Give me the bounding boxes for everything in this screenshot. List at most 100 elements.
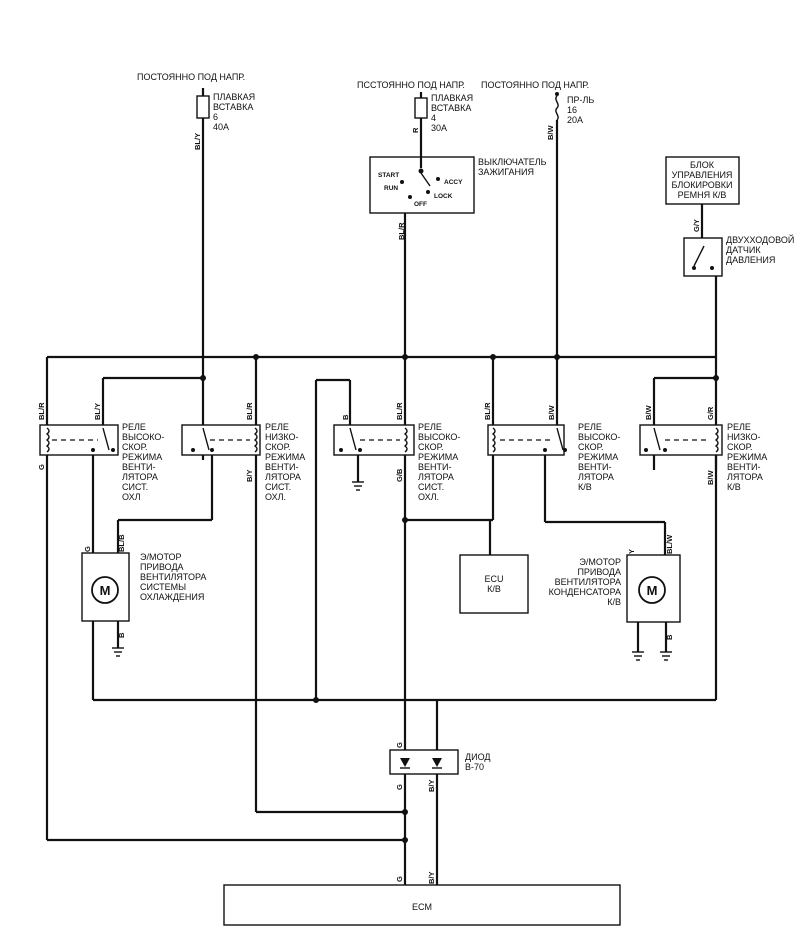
relay5-label-1: РЕЛЕ	[727, 422, 751, 432]
relay4-label-6: ЛЯТОРА	[578, 472, 614, 482]
fuse-left-line-4: 40A	[213, 122, 229, 132]
relay3-label-4: РЕЖИМА	[418, 452, 458, 462]
motor-rad-label-3: ВЕНТИЛЯТОРА	[140, 572, 206, 582]
ecu-ac: ECU К/В	[459, 554, 529, 614]
relay2-wire-right: BL/R	[245, 402, 254, 420]
fuse-center-line-3: 4	[431, 113, 436, 123]
relay4-wire-right: B/W	[547, 405, 556, 421]
relay1-label-7: СИСТ.	[122, 482, 148, 492]
fuse-left-line-3: 6	[213, 112, 218, 122]
relay4-wire-left: BL/R	[483, 402, 492, 420]
fuse-center-line-2: ВСТАВКА	[431, 103, 471, 113]
diode-b70: G G B/Y ДИОД B-70	[389, 742, 490, 792]
relay3-label-3: СКОР.	[418, 442, 443, 452]
diode-wire-right-bottom: B/Y	[427, 779, 436, 792]
fuse-6-icon	[196, 95, 210, 119]
wire-label-gy: G/Y	[692, 219, 701, 232]
relay3-label-2: ВЫСОКО-	[418, 432, 460, 442]
fuse-right-line-3: 20A	[567, 115, 583, 125]
ign-lock: LOCK	[434, 193, 453, 200]
supply-center: ПСCТОЯННО ПОД НАПР. ПЛАВКАЯ ВСТАВКА 4 30…	[357, 80, 473, 133]
relay5-label-2: НИЗКО-	[727, 432, 761, 442]
relay4-label-4: РЕЖИМА	[578, 452, 618, 462]
ignition-switch: START RUN OFF LOCK ACCY ВЫКЛЮЧАТЕЛЬ ЗАЖИ…	[369, 118, 547, 240]
relay1-label-8: ОХЛ	[122, 492, 141, 502]
ecm: G B/Y ECM	[223, 871, 621, 926]
motor-rad-wire-right: BL/B	[117, 534, 126, 552]
relay3-wire-right: BL/R	[395, 402, 404, 420]
fuse-center-line-1: ПЛАВКАЯ	[431, 93, 473, 103]
motor-m-icon	[91, 576, 119, 604]
relay3-wire-left: B	[341, 414, 350, 420]
motor-cond-label-3: ВЕНТИЛЯТОРА	[555, 577, 621, 587]
supply-left: ПОСТОЯННО ПОД НАПР. ПЛАВКАЯ ВСТАВКА 6 40…	[137, 72, 255, 150]
ign-accy: ACCY	[444, 179, 463, 186]
motor-condenser-symbol: M	[647, 583, 658, 598]
ecm-label: ECM	[412, 902, 432, 912]
ignition-label-1: ВЫКЛЮЧАТЕЛЬ	[478, 157, 547, 167]
relay1-label-3: СКОР.	[122, 442, 147, 452]
relay2-label-4: РЕЖИМА	[265, 452, 305, 462]
relay2-label-2: НИЗКО-	[265, 432, 299, 442]
motor-rad-label-4: СИСТЕМЫ	[140, 582, 186, 592]
relay4-label-5: ВЕНТИ-	[578, 462, 611, 472]
diode-wire-left-bottom: G	[395, 784, 404, 790]
fuse-right-line-2: 16	[567, 105, 577, 115]
fuse-4-icon	[414, 97, 428, 119]
motor-radiator: M G BL/B B Э/МОТОР ПРИВОДА ВЕНТИЛЯТОРА С…	[81, 534, 206, 657]
relay5-label-4: РЕЖИМА	[727, 452, 767, 462]
relay-4: BL/R B/W РЕЛЕ ВЫСОКО- СКОР. РЕЖИМА ВЕНТИ…	[483, 402, 620, 492]
relay3-label-1: РЕЛЕ	[418, 422, 442, 432]
fuse-left-line-2: ВСТАВКА	[213, 102, 253, 112]
relay3-label-7: СИСТ.	[418, 482, 444, 492]
fuse-center-line-4: 30A	[431, 123, 447, 133]
wire-label-left-supply: BL/Y	[193, 133, 202, 150]
relay3-wire-bottom: G/B	[395, 468, 404, 482]
relay5-label-6: ЛЯТОРА	[727, 472, 763, 482]
motor-cond-wire-left: Y	[627, 549, 636, 554]
ecu-ac-label-1: ECU	[484, 574, 503, 584]
fuse-right-line-1: ПР-ЛЬ	[567, 95, 594, 105]
fuse-left-line-1: ПЛАВКАЯ	[213, 92, 255, 102]
diode-label-1: ДИОД	[465, 752, 490, 762]
ign-start: START	[378, 172, 399, 179]
ac-lock-unit: БЛОК УПРАВЛЕНИЯ БЛОКИРОВКИ РЕМНЯ К/В G/Y	[665, 156, 740, 238]
supply-center-title: ПСCТОЯННО ПОД НАПР.	[357, 80, 465, 90]
diode-icon	[432, 758, 442, 767]
wire-label-right-supply: B/W	[546, 125, 555, 141]
ignition-label-2: ЗАЖИГАНИЯ	[478, 167, 534, 177]
relay1-label-5: ВЕНТИ-	[122, 462, 155, 472]
supply-left-title: ПОСТОЯННО ПОД НАПР.	[137, 72, 245, 82]
motor-cond-label-1: Э/МОТОР	[579, 557, 621, 567]
ecm-wire-left: G	[395, 876, 404, 882]
wire-label-ign-out: BL/R	[397, 222, 406, 240]
motor-rad-label-5: ОХЛАЖДЕНИЯ	[140, 592, 204, 602]
pressure-sensor: ДВУХХОДОВОЙ ДАТЧИК ДАВЛЕНИЯ	[683, 234, 794, 277]
motor-radiator-symbol: M	[100, 583, 111, 598]
relay3-label-6: ЛЯТОРА	[418, 472, 454, 482]
supply-right-title: ПОСТОЯННО ПОД НАПР.	[481, 80, 589, 90]
motor-rad-wire-ground: B	[117, 632, 126, 638]
relay3-label-5: ВЕНТИ-	[418, 462, 451, 472]
left-bus-wire-label: G	[37, 464, 46, 470]
relay1-wire-right: BL/Y	[93, 403, 102, 420]
relay4-label-2: ВЫСОКО-	[578, 432, 620, 442]
relay5-wire-right: G/R	[706, 406, 715, 420]
relay2-label-5: ВЕНТИ-	[265, 462, 298, 472]
motor-rad-label-1: Э/МОТОР	[140, 552, 182, 562]
motor-condenser: M Y BL/W B Э/МОТОР ПРИВОДА ВЕНТИЛЯТОРА К…	[549, 534, 681, 661]
ign-run: RUN	[384, 185, 398, 192]
relay2-label-3: СКОР.	[265, 442, 290, 452]
relay-1: BL/R BL/Y РЕЛЕ ВЫСОКО- СКОР. РЕЖИМА ВЕНТ…	[37, 402, 164, 502]
relay5-wire-left: B/W	[644, 405, 653, 421]
relay-5: B/W G/R B/W РЕЛЕ НИЗКО- СКОР. РЕЖИМА ВЕН…	[639, 405, 767, 492]
relay-3: B BL/R G/B РЕЛЕ ВЫСОКО- СКОР. РЕЖИМА ВЕН…	[333, 402, 460, 502]
supply-right: ПОСТОЯННО ПОД НАПР. ПР-ЛЬ 16 20A B/W	[481, 80, 594, 140]
relay1-wire-left: BL/R	[37, 402, 46, 420]
motor-m-icon	[638, 576, 666, 604]
ecu-ac-label-2: К/В	[487, 584, 501, 594]
relay5-label-3: СКОР.	[727, 442, 752, 452]
relay2-label-7: СИСТ.	[265, 482, 291, 492]
